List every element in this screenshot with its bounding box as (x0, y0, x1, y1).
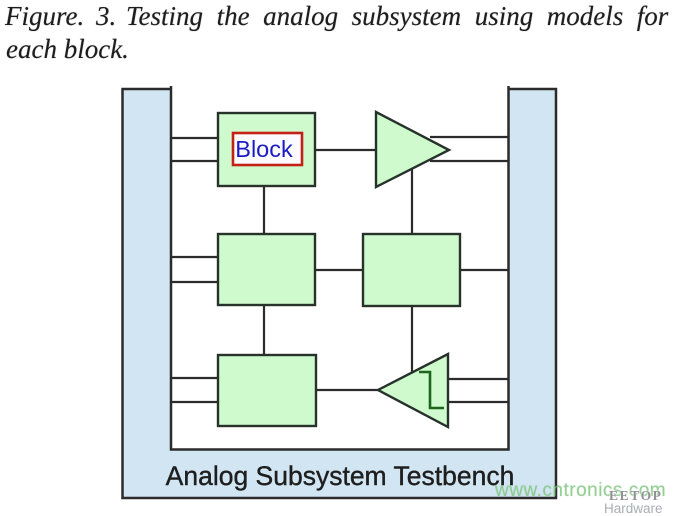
svg-text:Block: Block (235, 136, 293, 162)
svg-text:Analog Subsystem Testbench: Analog Subsystem Testbench (166, 461, 515, 491)
